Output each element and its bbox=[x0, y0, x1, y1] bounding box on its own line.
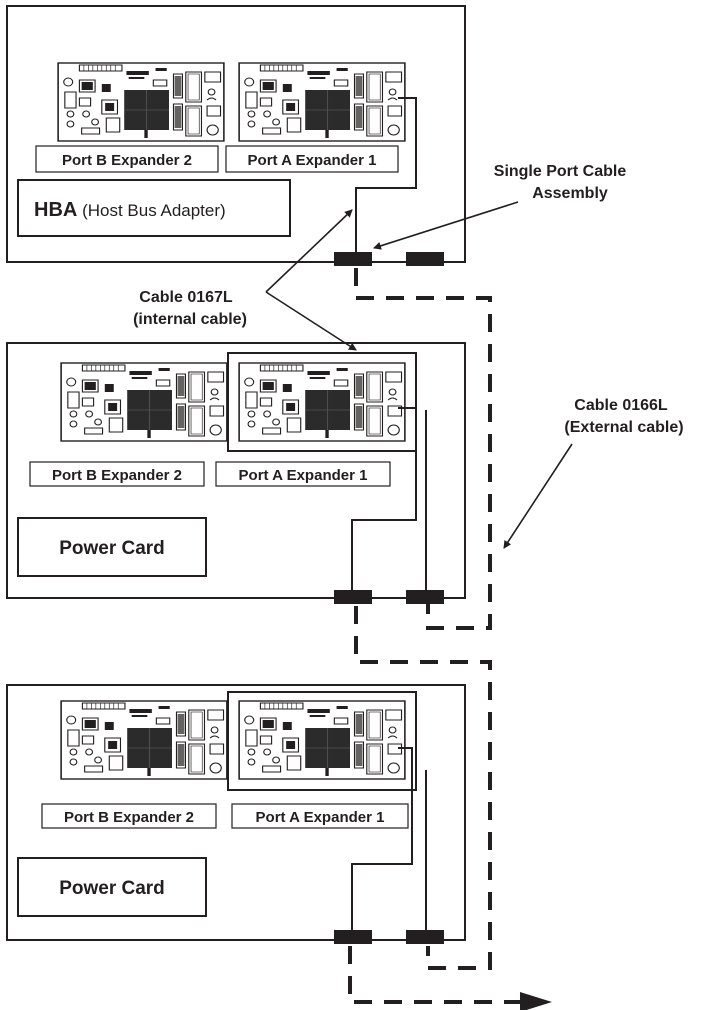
internal-line2: (internal cable) bbox=[133, 311, 247, 328]
port-a-label-box bbox=[231, 803, 409, 829]
port-b-expander-board bbox=[57, 62, 225, 142]
port-a-label-box bbox=[225, 145, 399, 173]
port-a-expander-board bbox=[238, 62, 406, 142]
power-card-box bbox=[17, 857, 207, 917]
hba-bold: HBA bbox=[34, 199, 77, 221]
port-a-expander-board bbox=[238, 700, 406, 780]
connector-right-1 bbox=[406, 252, 444, 266]
external-cable-1 bbox=[354, 268, 492, 630]
external-cable-2 bbox=[354, 606, 492, 970]
enclosure-1-outline bbox=[6, 5, 466, 263]
callout-internal-cable: Cable 0167L (internal cable) bbox=[133, 209, 357, 351]
port-a-label: Port A Expander 1 bbox=[256, 809, 385, 826]
internal-cable-2a bbox=[351, 407, 417, 592]
enclosure-2: Port B Expander 2 Port A Expander 1 Powe… bbox=[6, 342, 466, 604]
single-port-line1: Single Port Cable bbox=[494, 163, 627, 180]
callout-single-port: Single Port Cable Assembly bbox=[373, 163, 627, 250]
port-a-highlight-box bbox=[227, 691, 417, 791]
port-b-label: Port B Expander 2 bbox=[52, 467, 182, 484]
port-b-expander-board bbox=[60, 362, 228, 442]
port-b-label-box bbox=[29, 461, 205, 487]
enclosure-3: Port B Expander 2 Port A Expander 1 Powe… bbox=[6, 684, 466, 944]
external-cable-3 bbox=[348, 946, 520, 1004]
enclosure-1: Port B Expander 2 Port A Expander 1 HBA … bbox=[6, 5, 466, 266]
hba-box bbox=[17, 179, 291, 237]
callout-external-cable: Cable 0166L (External cable) bbox=[503, 397, 684, 549]
port-a-expander-board bbox=[238, 362, 406, 442]
power-card-label: Power Card bbox=[59, 538, 165, 559]
port-b-label-box bbox=[41, 803, 217, 829]
enclosure-2-outline bbox=[6, 342, 466, 599]
connector-left-3 bbox=[334, 930, 372, 944]
connector-left-2 bbox=[334, 590, 372, 604]
single-port-line2: Assembly bbox=[532, 185, 608, 202]
external-line2: (External cable) bbox=[564, 419, 683, 436]
port-a-highlight-box bbox=[227, 352, 417, 452]
external-leader bbox=[503, 443, 573, 549]
port-b-label: Port B Expander 2 bbox=[64, 809, 194, 826]
power-card-box bbox=[17, 517, 207, 577]
enclosure-3-outline bbox=[6, 684, 466, 941]
external-cables bbox=[348, 268, 520, 1004]
external-line1: Cable 0166L bbox=[574, 397, 668, 414]
port-a-label-box bbox=[215, 461, 391, 487]
internal-cable-1 bbox=[355, 97, 417, 254]
port-a-label: Port A Expander 1 bbox=[239, 467, 368, 484]
internal-line1: Cable 0167L bbox=[139, 289, 233, 306]
connector-right-2 bbox=[406, 590, 444, 604]
port-b-label: Port B Expander 2 bbox=[62, 152, 192, 169]
port-b-expander-board bbox=[60, 700, 228, 780]
internal-leader-up bbox=[265, 209, 353, 293]
internal-leader-down bbox=[265, 291, 357, 351]
output-arrow-icon bbox=[520, 992, 552, 1010]
internal-cable-3a bbox=[351, 747, 413, 932]
connector-right-3 bbox=[406, 930, 444, 944]
port-a-label: Port A Expander 1 bbox=[248, 152, 377, 169]
single-port-leader bbox=[373, 201, 519, 250]
connector-left-1 bbox=[334, 252, 372, 266]
hba-label: HBA (Host Bus Adapter) bbox=[34, 199, 226, 221]
hba-rest: (Host Bus Adapter) bbox=[77, 201, 225, 220]
power-card-label: Power Card bbox=[59, 878, 165, 899]
port-b-label-box bbox=[35, 145, 219, 173]
